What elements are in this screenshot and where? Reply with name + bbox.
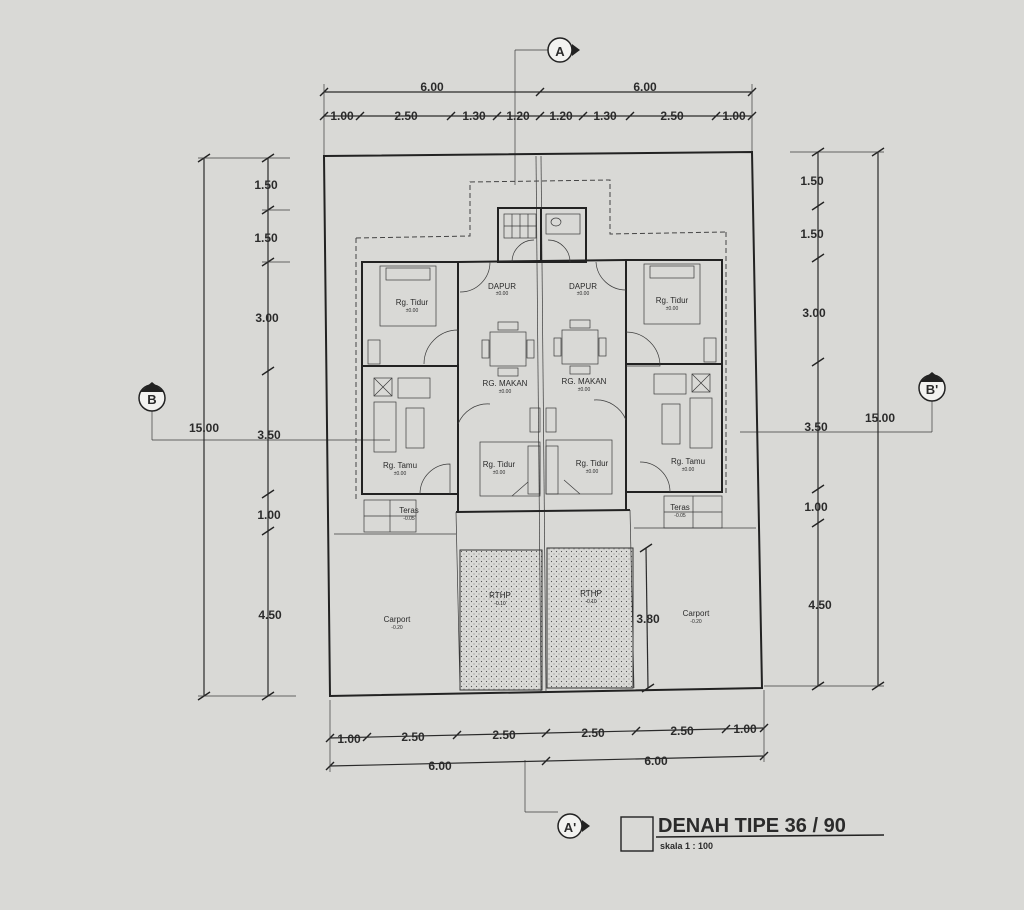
right-dimensions: 15.00 1.50 1.50 3.00 3.50 1.00 4.50: [764, 147, 895, 691]
right-total: 15.00: [865, 411, 895, 425]
bottom-part-5: 2.50: [670, 724, 694, 738]
bottom-part-2: 2.50: [401, 730, 425, 744]
label-tamu-left: Rg. Tamu: [383, 461, 417, 470]
bottom-part-1: 1.00: [337, 732, 361, 746]
section-a-label: A: [555, 44, 565, 59]
level-tamu-left: ±0.00: [394, 471, 407, 477]
label-carport-left: Carport: [384, 615, 411, 624]
title-block: DENAH TIPE 36 / 90 skala 1 : 100: [620, 815, 885, 852]
dining-table-left: [489, 331, 527, 367]
left-part-3: 3.00: [255, 311, 279, 325]
right-part-6: 4.50: [808, 598, 832, 612]
left-part-5: 1.00: [257, 508, 281, 522]
section-marker-a: A: [514, 37, 580, 185]
top-part-7: 2.50: [660, 109, 684, 123]
level-tidur-mid-left: ±0.00: [493, 470, 506, 476]
section-a-prime-label: A': [564, 820, 576, 835]
section-marker-a-prime: A': [524, 760, 590, 839]
top-part-2: 2.50: [394, 109, 418, 123]
label-tamu-right: Rg. Tamu: [671, 457, 705, 466]
furniture: [367, 263, 717, 453]
rthp-areas: [334, 509, 756, 691]
top-total-right: 6.00: [633, 80, 657, 94]
label-tidur-right: Rg. Tidur: [656, 296, 689, 305]
left-part-4: 3.50: [257, 428, 281, 442]
label-makan-right: RG. MAKAN: [562, 377, 607, 386]
drawing-title: DENAH TIPE 36 / 90: [658, 815, 846, 837]
bottom-part-4: 2.50: [581, 726, 605, 740]
bottom-total-left: 6.00: [428, 759, 452, 773]
label-dapur-right: DAPUR: [569, 282, 597, 291]
left-part-1: 1.50: [254, 178, 278, 192]
rthp-right: [546, 547, 634, 689]
level-dapur-right: ±0.00: [577, 291, 590, 297]
label-tidur-mid-right: Rg. Tidur: [576, 459, 609, 468]
site-outline: [322, 150, 764, 698]
right-part-5: 1.00: [804, 500, 828, 514]
level-carport-right: -0.20: [690, 619, 702, 625]
left-part-6: 4.50: [258, 608, 282, 622]
label-rthp-left: RTHP: [489, 591, 511, 600]
bed-right: [643, 263, 701, 325]
left-total: 15.00: [189, 421, 219, 435]
left-dimensions: 15.00 1.50 1.50 3.00 3.50 1.00 4.50: [189, 153, 296, 701]
label-dapur-left: DAPUR: [488, 282, 516, 291]
bottom-part-6: 1.00: [733, 722, 757, 736]
right-part-1: 1.50: [800, 174, 824, 188]
top-part-5: 1.20: [549, 109, 573, 123]
rthp-depth-label: 3.80: [636, 612, 660, 626]
level-carport-left: -0.20: [391, 625, 403, 631]
bed-left: [379, 265, 437, 327]
rthp-left: [459, 549, 543, 691]
bottom-part-3: 2.50: [492, 728, 516, 742]
bottom-dimensions: 1.00 2.50 2.50 2.50 2.50 1.00 6.00 6.00: [325, 690, 769, 773]
top-part-4: 1.20: [506, 109, 530, 123]
top-part-3: 1.30: [462, 109, 486, 123]
section-marker-b-prime: B': [740, 372, 946, 433]
rthp-depth-dimension: 3.80: [636, 543, 660, 693]
left-part-2: 1.50: [254, 231, 278, 245]
right-part-3: 3.00: [802, 306, 826, 320]
label-rthp-right: RTHP: [580, 589, 602, 598]
level-rthp-left: -0.10: [494, 601, 506, 607]
top-total-left: 6.00: [420, 80, 444, 94]
right-part-4: 3.50: [804, 420, 828, 434]
level-makan-left: ±0.00: [499, 389, 512, 395]
label-carport-right: Carport: [683, 609, 710, 618]
label-makan-left: RG. MAKAN: [483, 379, 528, 388]
level-tidur-mid-right: ±0.00: [586, 469, 599, 475]
level-tidur-right: ±0.00: [666, 306, 679, 312]
right-part-2: 1.50: [800, 227, 824, 241]
section-marker-b: B: [138, 382, 390, 441]
label-teras-left: Teras: [399, 506, 419, 515]
level-tamu-right: ±0.00: [682, 467, 695, 473]
section-b-prime-label: B': [926, 382, 938, 397]
label-tidur-left: Rg. Tidur: [396, 298, 429, 307]
drawing-scale: skala 1 : 100: [660, 841, 713, 851]
level-tidur-left: ±0.00: [406, 308, 419, 314]
top-part-1: 1.00: [330, 109, 354, 123]
title-box-icon: [620, 816, 654, 852]
label-tidur-mid-left: Rg. Tidur: [483, 460, 516, 469]
level-makan-right: ±0.00: [578, 387, 591, 393]
level-teras-left: -0.05: [403, 516, 415, 522]
building-walls: [361, 207, 723, 513]
label-teras-right: Teras: [670, 503, 690, 512]
level-dapur-left: ±0.00: [496, 291, 509, 297]
top-part-8: 1.00: [722, 109, 746, 123]
top-part-6: 1.30: [593, 109, 617, 123]
level-rthp-right: -0.10: [585, 599, 597, 605]
section-b-label: B: [147, 392, 156, 407]
bottom-total-right: 6.00: [644, 754, 668, 768]
top-dimensions: 6.00 6.00 1.00 2.50 1.30 1.20 1.20 1.30 …: [319, 80, 757, 160]
dining-table-right: [561, 329, 599, 365]
room-labels: DAPUR ±0.00 DAPUR ±0.00 Rg. Tidur ±0.00 …: [383, 282, 710, 631]
level-teras-right: -0.05: [674, 513, 686, 519]
